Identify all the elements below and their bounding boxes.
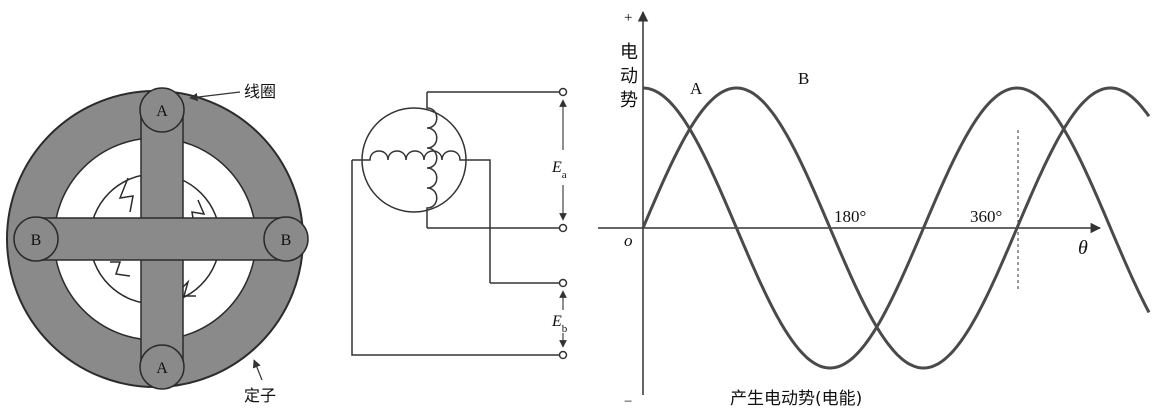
pole-a-top-label: A — [156, 103, 168, 120]
x-axis-label: θ — [1078, 237, 1088, 259]
winding-circuit — [351, 87, 568, 360]
coil-leader-line — [189, 91, 241, 102]
terminal-3 — [558, 278, 568, 288]
winding-vertical — [426, 92, 438, 228]
y-axis-label-3: 势 — [620, 90, 638, 111]
pole-b-right-label: B — [281, 232, 292, 249]
eb-subscript: b — [562, 323, 568, 335]
terminal-2 — [558, 223, 568, 233]
pole-a-top — [139, 87, 185, 133]
eb-label: Eb — [551, 313, 568, 335]
y-plus-sign: + — [624, 10, 632, 26]
eb-symbol: E — [551, 313, 562, 330]
series-a-curve — [642, 86, 1151, 370]
tick-180-label: 180° — [834, 207, 866, 226]
waveform-caption: 产生电动势(电能) — [730, 389, 862, 409]
series-b-curve — [641, 86, 1151, 370]
coil-label: 线圈 — [244, 82, 276, 101]
generator-circle — [361, 107, 467, 213]
y-axis-label-2: 动 — [620, 66, 638, 87]
tick-360-label: 360° — [970, 207, 1002, 226]
winding-horizontal — [352, 150, 491, 283]
ea-symbol: E — [551, 159, 562, 176]
wire-b-bottom — [351, 160, 560, 356]
stator-diagram: A A B B 线圈 定子 — [6, 82, 309, 405]
emf-waveform: A B + − 电 动 势 o θ 180° 360° 产生电动势(电能) — [598, 10, 1151, 410]
pole-a-bottom-label: A — [156, 360, 168, 377]
ea-subscript: a — [562, 169, 567, 181]
pole-b-right — [263, 216, 309, 262]
y-axis-label-1: 电 — [620, 42, 638, 63]
pole-a-bottom — [139, 344, 185, 390]
series-a-label: A — [690, 79, 703, 98]
stator-leader-line — [252, 359, 263, 381]
terminal-1 — [558, 87, 568, 97]
y-minus-sign: − — [624, 394, 632, 410]
ea-label: Ea — [551, 159, 567, 181]
stator-label: 定子 — [244, 386, 276, 405]
pole-b-left — [13, 216, 59, 262]
rotor-notch-upper-left — [118, 177, 134, 213]
origin-label: o — [624, 231, 633, 250]
pole-b-left-label: B — [31, 232, 42, 249]
coil-bar-horizontal — [35, 217, 289, 261]
terminal-4 — [558, 350, 568, 360]
series-b-label: B — [798, 69, 809, 88]
rotor-notch-lower-left — [110, 261, 131, 277]
